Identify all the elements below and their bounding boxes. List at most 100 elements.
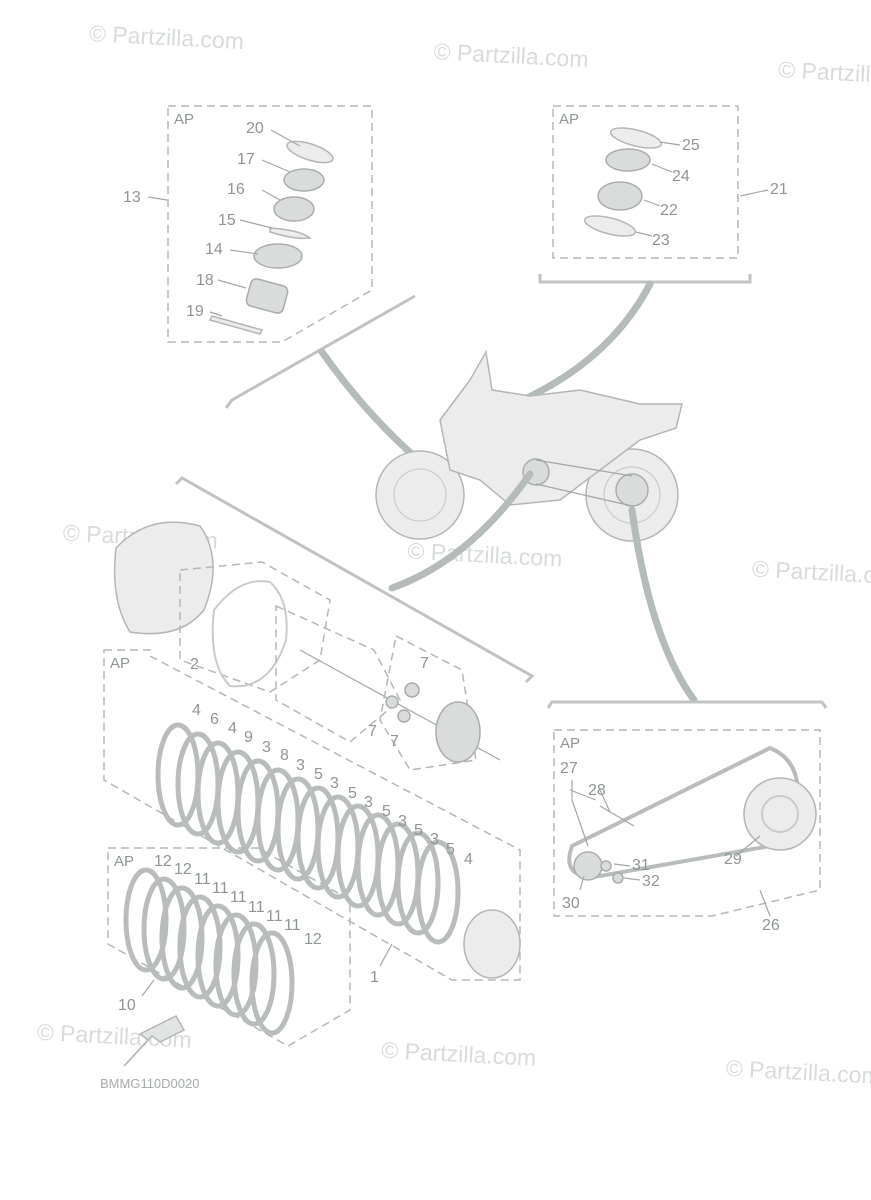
callout-3: 3 [296, 757, 305, 774]
part-15 [269, 227, 312, 240]
callout-5: 5 [446, 841, 455, 858]
front-wheel-icon [375, 450, 465, 540]
callout-1: 1 [370, 969, 379, 986]
callout-19: 19 [186, 303, 204, 320]
part-23 [583, 215, 637, 237]
callout-18: 18 [196, 272, 214, 289]
callout-9: 9 [244, 729, 253, 746]
part-29-sprocket [743, 777, 817, 851]
callout-11: 11 [266, 908, 283, 925]
ap-label: AP [174, 111, 194, 128]
callout-26: 26 [762, 917, 780, 934]
callout-3: 3 [430, 831, 439, 848]
callout-7: 7 [390, 733, 399, 750]
callout-4: 4 [228, 720, 237, 737]
group-box-top-left [167, 105, 373, 343]
callout-12: 12 [154, 853, 172, 870]
callout-3: 3 [398, 813, 407, 830]
leader [635, 141, 769, 237]
callout-13: 13 [123, 189, 141, 206]
watermark: © Partzilla.com [433, 38, 589, 72]
callout-3: 3 [262, 739, 271, 756]
chain-line [535, 459, 633, 507]
callout-11: 11 [284, 917, 301, 934]
watermark: © Partzilla.com [725, 1055, 871, 1089]
clutch-plate-stack [123, 867, 295, 1036]
part-30-drive-sprocket [573, 851, 603, 881]
callout-3: 3 [364, 794, 373, 811]
part-2-gasket [211, 580, 288, 688]
part-32 [612, 872, 624, 884]
callout-7: 7 [368, 723, 377, 740]
part-7 [404, 682, 420, 698]
connector-line [388, 470, 534, 592]
clutch-plate-group: AP 12 12 11 11 11 11 11 11 12 10 [107, 847, 351, 1047]
callout-25: 25 [682, 137, 700, 154]
part-17 [283, 168, 325, 192]
callout-11: 11 [248, 899, 265, 916]
part-14 [253, 243, 303, 269]
shaft-box [275, 604, 401, 743]
motorcycle-body-icon [439, 349, 683, 506]
callout-32: 32 [642, 873, 660, 890]
pressure-plate [463, 909, 521, 979]
callout-17: 17 [237, 151, 255, 168]
watermark: © Partzilla.com [778, 56, 871, 90]
callout-16: 16 [227, 181, 245, 198]
callout-3: 3 [330, 775, 339, 792]
diagram-code: BMMG110D0020 [100, 1076, 199, 1091]
callout-22: 22 [660, 202, 678, 219]
callout-28: 28 [588, 782, 606, 799]
sprocket-hub [761, 795, 799, 833]
steering-head-group: AP 25 24 22 23 21 [466, 105, 788, 424]
ap-label: AP [114, 853, 134, 870]
callout-11: 11 [230, 889, 247, 906]
part-18 [245, 278, 289, 314]
callout-27: 27 [560, 760, 578, 777]
leader [379, 943, 393, 967]
connector-line [628, 506, 698, 704]
watermark: © Partzilla.com [381, 1037, 537, 1071]
callout-31: 31 [632, 857, 650, 874]
watermark: © Partzilla.com [89, 20, 245, 54]
callout-6: 6 [210, 711, 219, 728]
callout-2: 2 [190, 656, 199, 673]
ap-label: AP [559, 111, 579, 128]
group-box-clutch [103, 649, 521, 981]
bearing-box [379, 634, 477, 771]
callout-5: 5 [348, 785, 357, 802]
leader [147, 129, 301, 317]
callout-4: 4 [192, 702, 201, 719]
front-direction-arrow-icon [123, 1015, 186, 1067]
callout-10: 10 [118, 997, 136, 1014]
ap-label: AP [560, 735, 580, 752]
part-22 [597, 181, 643, 211]
group-box-chain [553, 729, 821, 917]
part-24 [605, 148, 651, 172]
callout-5: 5 [382, 803, 391, 820]
group-bracket [174, 476, 535, 684]
motorcycle-illustration [375, 349, 683, 542]
group-box-top-right [552, 105, 739, 259]
watermark: © Partzilla.com [751, 556, 871, 590]
part-20 [286, 140, 334, 164]
group-box-plates [107, 847, 351, 1047]
rear-sprocket-marker [615, 473, 649, 507]
callout-11: 11 [212, 880, 229, 897]
part-19 [208, 315, 264, 335]
callout-14: 14 [205, 241, 223, 258]
part-7 [397, 709, 411, 723]
callout-5: 5 [414, 822, 423, 839]
callout-24: 24 [672, 168, 690, 185]
part-25 [609, 127, 663, 149]
part-7 [385, 695, 399, 709]
callout-12: 12 [304, 931, 322, 948]
part-31 [600, 860, 612, 872]
steering-bearing-group: AP 20 17 16 15 14 18 19 13 [123, 105, 434, 474]
callout-23: 23 [652, 232, 670, 249]
drive-chain-group: AP 27 28 29 31 32 30 26 [546, 700, 828, 934]
callout-8: 8 [280, 747, 289, 764]
callout-12: 12 [174, 861, 192, 878]
callout-20: 20 [246, 120, 264, 137]
